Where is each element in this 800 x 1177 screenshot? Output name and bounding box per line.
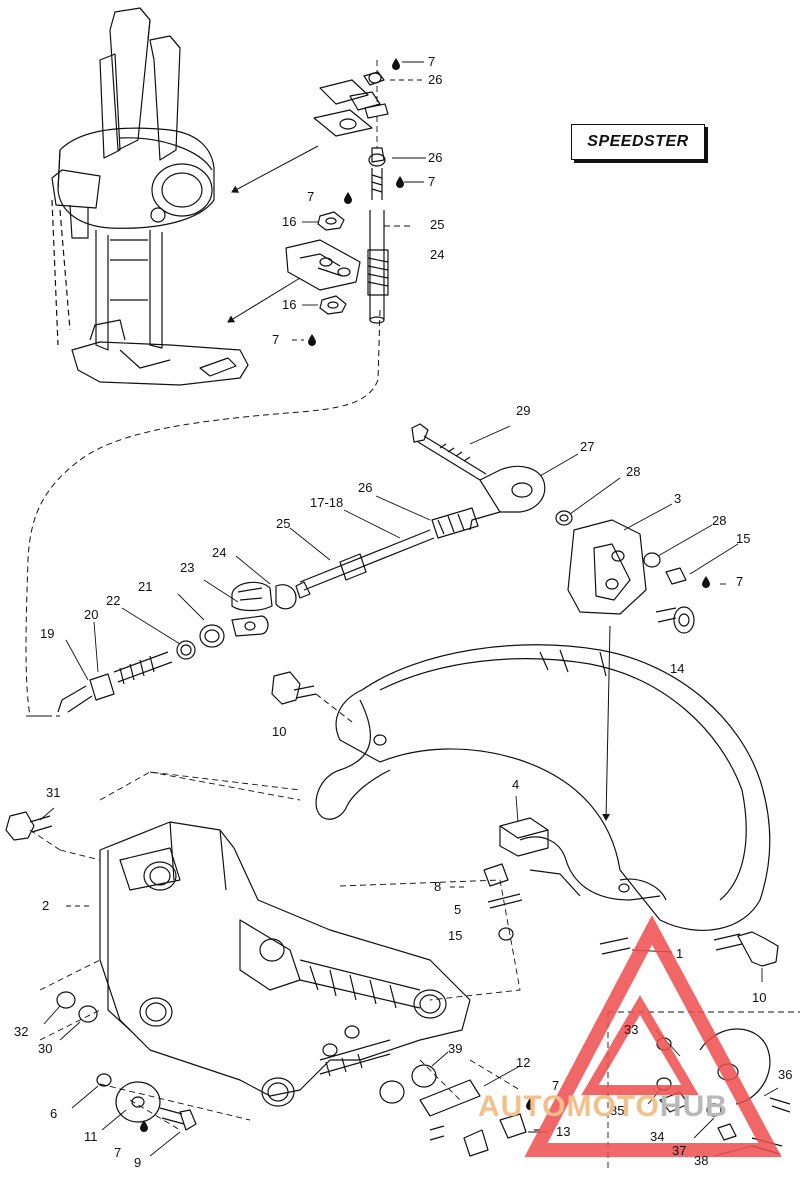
model-label: SPEEDSTER (571, 124, 705, 160)
callout-2: 2 (42, 898, 50, 913)
drop-icon (702, 576, 710, 588)
callout-10: 10 (272, 724, 287, 739)
callout-12: 12 (516, 1055, 531, 1070)
callout-7: 7 (428, 174, 436, 189)
callout-26: 26 (428, 72, 443, 87)
callout-14: 14 (670, 661, 685, 676)
watermark-text: AUTOMOTOHUB (478, 1090, 728, 1124)
callout-26: 26 (428, 150, 443, 165)
callout-38: 38 (694, 1153, 709, 1168)
callout-26: 26 (358, 480, 373, 495)
watermark-text-part2: HUB (659, 1090, 728, 1123)
callout-23: 23 (180, 560, 195, 575)
callout-30: 30 (38, 1041, 53, 1056)
fender-deflector (315, 644, 771, 931)
callout-36: 36 (778, 1067, 793, 1082)
callout-22: 22 (106, 593, 121, 608)
callout-7: 7 (428, 54, 436, 69)
callout-7: 7 (272, 332, 280, 347)
drop-icon (140, 1120, 148, 1132)
callout-28: 28 (712, 513, 727, 528)
callout-3: 3 (674, 491, 682, 506)
callout-24: 24 (430, 247, 445, 262)
frame-base (99, 821, 471, 1107)
callout-28: 28 (626, 464, 641, 479)
watermark-text-part1: AUTOMOTO (478, 1090, 660, 1123)
shift-cable-linkage (57, 423, 546, 713)
drop-icon (526, 1098, 534, 1110)
callout-5: 5 (454, 902, 462, 917)
callout-7: 7 (307, 189, 315, 204)
callout-25: 25 (276, 516, 291, 531)
callout-19: 19 (40, 626, 55, 641)
drop-icon (392, 58, 400, 70)
callout-39: 39 (448, 1041, 463, 1056)
spring-and-pin-parts (483, 817, 549, 941)
lubricant-drop-icons (140, 58, 710, 1132)
callout-37: 37 (672, 1143, 687, 1158)
drop-icon (308, 334, 316, 346)
callout-9: 9 (134, 1155, 142, 1170)
callout-10: 10 (752, 990, 767, 1005)
callout-7: 7 (114, 1145, 122, 1160)
disc-and-bolt (96, 1073, 197, 1131)
callout-20: 20 (84, 607, 99, 622)
callout-11: 11 (84, 1129, 98, 1144)
callout-35: 35 (610, 1103, 625, 1118)
drop-icon (396, 176, 404, 188)
bolt-10-lower (713, 931, 779, 967)
washer-32 (56, 991, 76, 1009)
bolt-31 (5, 811, 53, 841)
watermark-logo-icon (524, 915, 782, 1157)
callout-13: 13 (556, 1124, 571, 1139)
callout-33: 33 (624, 1022, 639, 1037)
bolt-10-upper (271, 671, 317, 705)
callout-21: 21 (138, 579, 153, 594)
callout-7: 7 (736, 574, 744, 589)
callout-25: 25 (430, 217, 445, 232)
callout-29: 29 (516, 403, 531, 418)
callout-31: 31 (46, 785, 61, 800)
callout-24: 24 (212, 545, 227, 560)
washer-30 (78, 1005, 98, 1023)
control-lever-assembly (51, 7, 249, 386)
cable-clamp-stack (285, 71, 389, 324)
callout-16: 16 (282, 214, 297, 229)
drop-icon (344, 192, 352, 204)
callout-27: 27 (580, 439, 595, 454)
callout-34: 34 (650, 1129, 665, 1144)
spacer-and-plate (379, 1064, 527, 1157)
callout-7: 7 (552, 1078, 560, 1093)
callout-16: 16 (282, 297, 297, 312)
callout-1: 1 (676, 946, 684, 961)
callout-6: 6 (50, 1106, 58, 1121)
callout-4: 4 (512, 777, 520, 792)
callout-17-18: 17-18 (310, 495, 344, 510)
callout-8: 8 (434, 879, 442, 894)
callout-15: 15 (736, 531, 751, 546)
bracket-assembly (555, 510, 695, 634)
callout-15: 15 (448, 928, 463, 943)
callout-32: 32 (14, 1024, 29, 1039)
